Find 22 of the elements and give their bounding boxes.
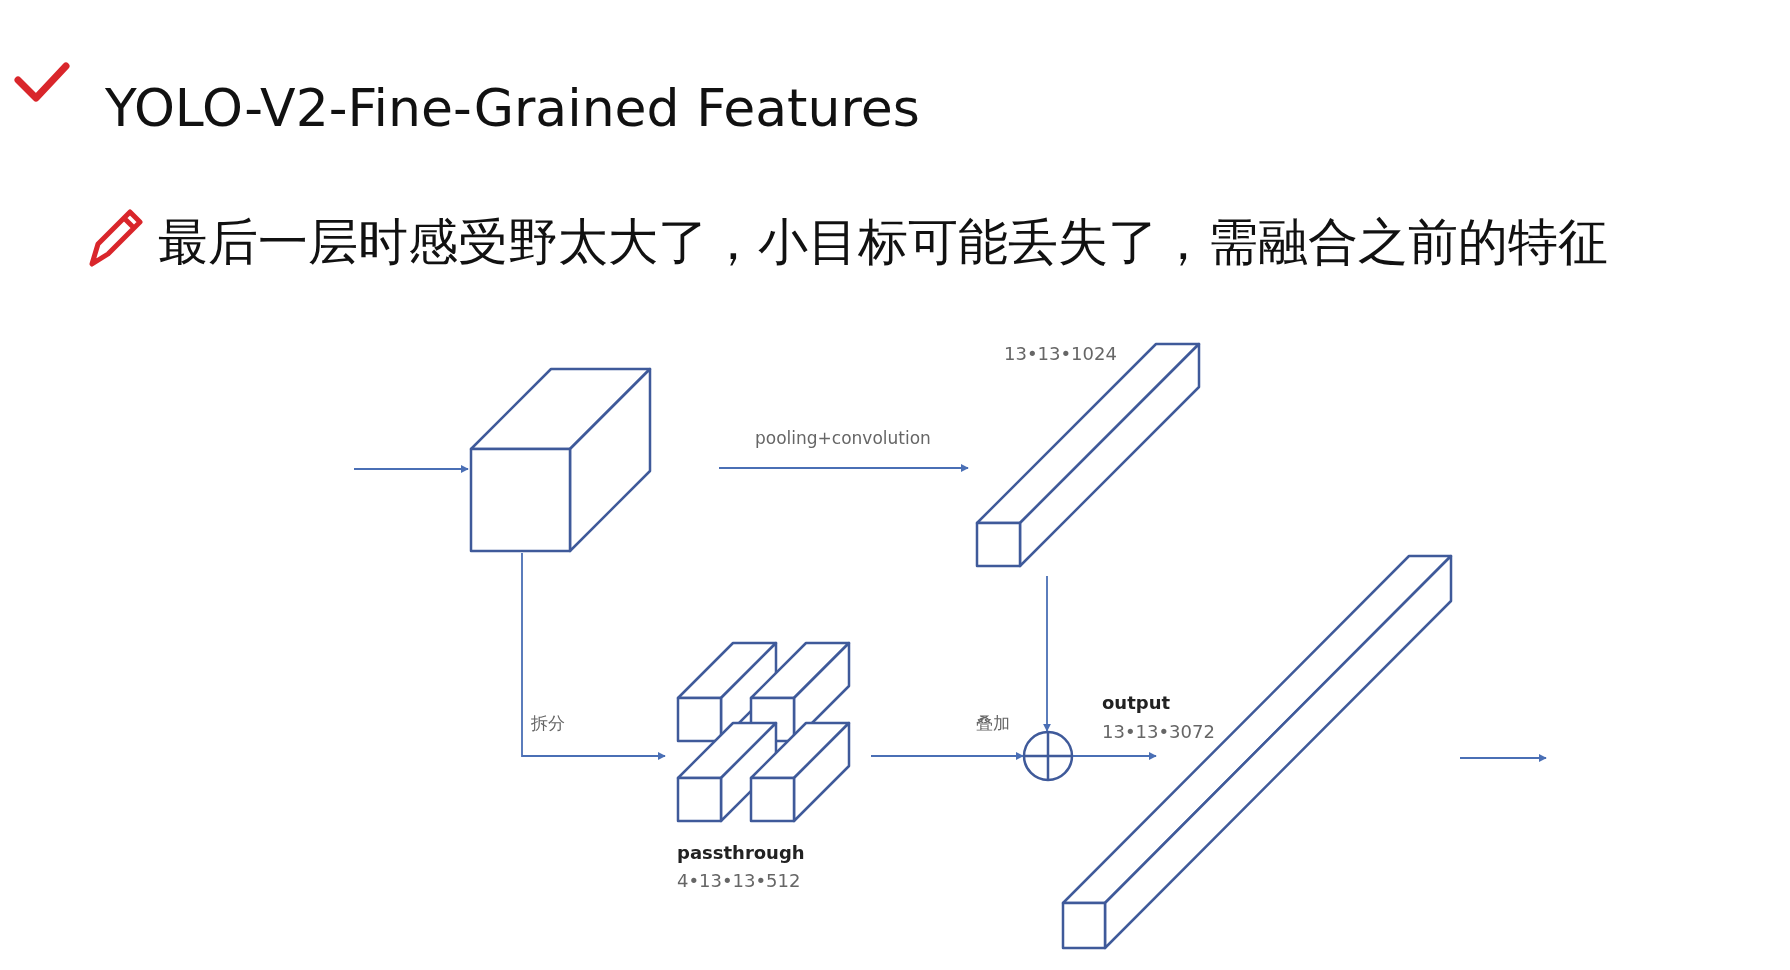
arrow	[870, 752, 1024, 760]
subtitle: 最后一层时感受野太大了，小目标可能丢失了，需融合之前的特征	[158, 215, 1608, 270]
dimension-label: 13•13•1024	[1004, 344, 1117, 364]
arrow	[353, 465, 469, 473]
feature-bars-drawing	[676, 641, 851, 823]
edge-label: pooling+convolution	[755, 429, 931, 448]
arrow	[521, 552, 666, 760]
feature-bar-drawing	[1061, 554, 1453, 950]
section-label: output	[1102, 693, 1171, 713]
section-label: passthrough	[677, 843, 805, 863]
edge-label: 叠加	[976, 714, 1010, 733]
arrow	[1043, 575, 1051, 732]
arrow	[1459, 754, 1547, 762]
edge-label: 拆分	[531, 714, 565, 733]
arrow	[718, 464, 969, 472]
cube-drawing	[469, 367, 652, 553]
sum-circle	[1022, 730, 1074, 782]
title: YOLO-V2-Fine-Grained Features	[105, 80, 920, 138]
dimension-label: 13•13•3072	[1102, 722, 1215, 742]
feature-bar-drawing	[975, 342, 1201, 568]
dimension-label: 4•13•13•512	[677, 871, 801, 891]
arrow	[1072, 752, 1157, 760]
